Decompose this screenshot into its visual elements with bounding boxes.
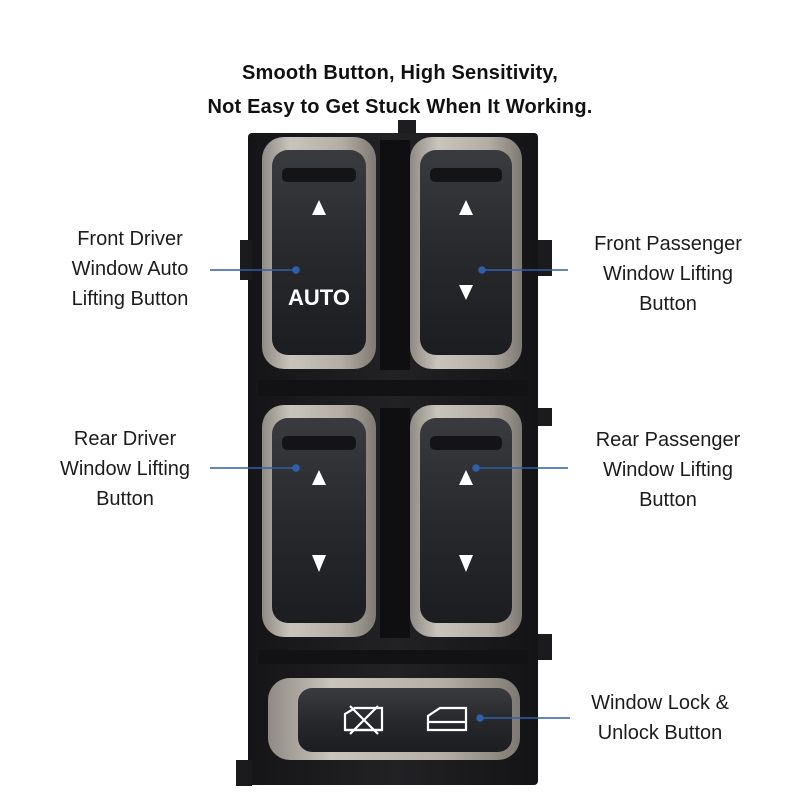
callout-rear-driver-line-3: Button bbox=[96, 488, 154, 510]
callout-rear-passenger-line-1: Rear Passenger bbox=[595, 429, 741, 451]
callout-front-passenger-line-1: Front Passenger bbox=[594, 233, 742, 255]
headline-line-1: Smooth Button, High Sensitivity, bbox=[241, 62, 559, 84]
callout-rear-driver-line-1: Rear Driver bbox=[73, 428, 177, 450]
callout-rear-driver: Rear Driver Window Lifting Button bbox=[30, 424, 220, 514]
rear-passenger-up-arrow-icon bbox=[459, 470, 473, 485]
window-unlocked-icon bbox=[426, 706, 468, 732]
window-locked-icon bbox=[343, 705, 384, 735]
front-passenger-up-arrow-icon bbox=[459, 200, 473, 215]
callout-front-passenger-line-2: Window Lifting bbox=[602, 263, 734, 285]
callout-front-driver-line-1: Front Driver bbox=[77, 228, 183, 250]
callout-lines bbox=[210, 266, 570, 722]
callout-rear-passenger-line-2: Window Lifting bbox=[602, 459, 734, 481]
rear-driver-down-arrow-icon bbox=[312, 555, 326, 572]
rear-driver-up-arrow-icon bbox=[312, 470, 326, 485]
rear-driver-button[interactable] bbox=[262, 405, 376, 637]
rear-passenger-down-arrow-icon bbox=[459, 555, 473, 572]
front-passenger-button[interactable] bbox=[410, 137, 522, 369]
front-driver-auto-label: AUTO bbox=[288, 285, 350, 310]
rear-passenger-button[interactable] bbox=[410, 405, 522, 637]
callout-front-driver-line-2: Window Auto bbox=[71, 258, 189, 280]
front-driver-auto-button[interactable]: AUTO bbox=[262, 137, 376, 369]
callout-rear-passenger: Rear Passenger Window Lifting Button bbox=[568, 425, 768, 515]
callout-lock-line-1: Window Lock & bbox=[591, 692, 729, 714]
callout-front-driver: Front Driver Window Auto Lifting Button bbox=[40, 224, 220, 314]
callout-front-passenger-line-3: Button bbox=[639, 293, 697, 315]
front-passenger-down-arrow-icon bbox=[459, 285, 473, 300]
callout-rear-passenger-line-3: Button bbox=[639, 489, 697, 511]
front-driver-up-arrow-icon bbox=[312, 200, 326, 215]
headline-line-2: Not Easy to Get Stuck When It Working. bbox=[207, 96, 593, 118]
callout-front-driver-line-3: Lifting Button bbox=[71, 288, 189, 310]
callout-lock: Window Lock & Unlock Button bbox=[570, 688, 750, 748]
callout-front-passenger: Front Passenger Window Lifting Button bbox=[568, 229, 768, 319]
callout-rear-driver-line-2: Window Lifting bbox=[59, 458, 191, 480]
window-lock-button[interactable] bbox=[268, 678, 520, 760]
callout-lock-line-2: Unlock Button bbox=[597, 722, 723, 744]
